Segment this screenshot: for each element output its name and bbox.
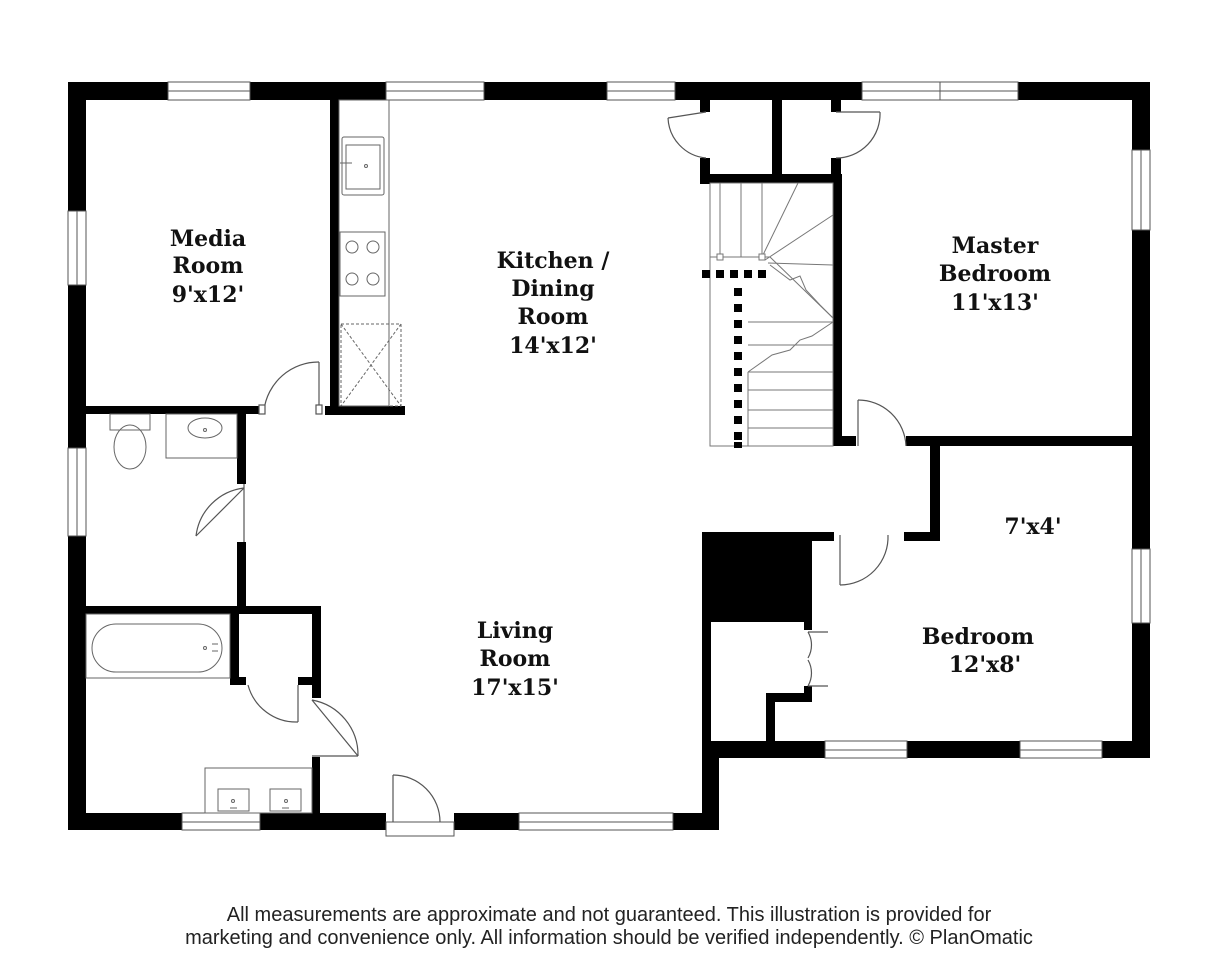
media-room-name-line1: Media bbox=[170, 226, 246, 252]
room-label-kitchen-dining: Kitchen / Dining Room 14'x12' bbox=[497, 248, 611, 359]
floor-plan: Media Room 9'x12' Kitchen / Dining Room … bbox=[67, 81, 1151, 837]
exterior-walls bbox=[68, 82, 1150, 830]
room-label-bedroom: Bedroom 12'x8' bbox=[922, 624, 1034, 678]
living-room-name-line1: Living bbox=[477, 618, 553, 644]
window-inner-lines bbox=[76, 82, 1142, 823]
master-bedroom-name-line2: Bedroom bbox=[939, 261, 1051, 287]
master-bedroom-size: 11'x13' bbox=[951, 290, 1039, 316]
bathtub bbox=[85, 613, 231, 679]
refrigerator bbox=[340, 323, 402, 407]
toilet bbox=[109, 413, 151, 431]
media-room-name-line2: Room bbox=[173, 253, 244, 279]
kitchen-sink bbox=[341, 136, 385, 196]
interior-walls bbox=[86, 100, 1132, 813]
kitchen-name-line3: Room bbox=[518, 304, 589, 330]
living-room-name-line2: Room bbox=[480, 646, 551, 672]
disclaimer-footer: All measurements are approximate and not… bbox=[0, 904, 1218, 950]
windows bbox=[67, 81, 1151, 831]
bedroom-size: 12'x8' bbox=[949, 652, 1022, 678]
stove bbox=[339, 231, 386, 297]
disclaimer-line1: All measurements are approximate and not… bbox=[226, 904, 992, 926]
room-label-master-bedroom: Master Bedroom 11'x13' bbox=[939, 233, 1051, 316]
bath-fixtures bbox=[85, 413, 313, 814]
disclaimer-line2: marketing and convenience only. All info… bbox=[185, 927, 1033, 949]
room-label-living-room: Living Room 17'x15' bbox=[471, 618, 559, 701]
bedroom-name: Bedroom bbox=[922, 624, 1034, 650]
door-swings bbox=[195, 111, 907, 757]
double-vanity bbox=[204, 767, 313, 814]
stairs bbox=[709, 182, 834, 447]
kitchen-size: 14'x12' bbox=[509, 333, 597, 359]
room-label-media-room: Media Room 9'x12' bbox=[170, 226, 246, 308]
stair-railing bbox=[702, 270, 766, 448]
living-room-size: 17'x15' bbox=[471, 675, 559, 701]
front-door bbox=[385, 774, 455, 837]
kitchen-fixtures bbox=[338, 99, 402, 407]
media-room-size: 9'x12' bbox=[172, 282, 245, 308]
bath-vanity bbox=[165, 413, 238, 459]
room-label-closet: 7'x4' bbox=[1004, 514, 1061, 540]
kitchen-name-line1: Kitchen / bbox=[497, 248, 611, 274]
master-bedroom-name-line1: Master bbox=[952, 233, 1039, 259]
kitchen-name-line2: Dining bbox=[511, 276, 594, 302]
closet-size: 7'x4' bbox=[1004, 514, 1061, 540]
